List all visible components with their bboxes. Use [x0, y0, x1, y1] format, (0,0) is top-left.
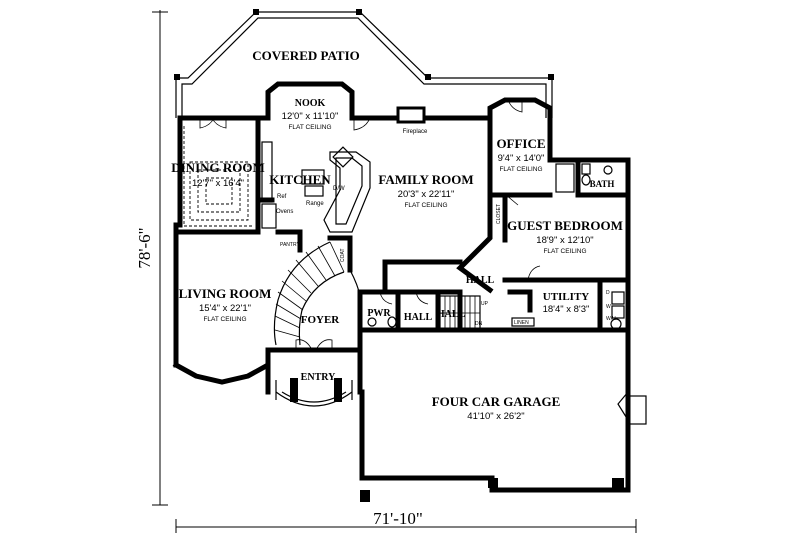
hall-label-upper: HALL	[466, 275, 495, 286]
bath-fixtures	[555, 163, 613, 193]
guest-bedroom-label: GUEST BEDROOM	[507, 218, 623, 233]
interior-walls	[177, 115, 631, 333]
kitchen-label: KITCHEN	[269, 172, 331, 187]
stair-up-label: UP	[481, 301, 489, 307]
guest-bedroom-ceiling-note: FLAT CEILING	[543, 248, 586, 255]
closet-label: CLOSET	[496, 204, 502, 224]
doors	[199, 99, 541, 305]
nook-label: NOOK	[295, 98, 326, 109]
garage-label: FOUR CAR GARAGE	[432, 394, 561, 409]
living-room-size: 15'4" x 22'1"	[199, 303, 251, 314]
office-label: OFFICE	[496, 136, 545, 151]
range-label: Range	[306, 201, 324, 207]
pantry-label: PANTRY	[280, 242, 300, 248]
family-room-size: 20'3" x 22'11"	[398, 189, 455, 200]
entry-label: ENTRY	[301, 372, 336, 383]
dining-room-label: DINING ROOM	[171, 160, 265, 175]
garage-piers	[360, 391, 647, 502]
water-heater-label: W/H	[606, 316, 616, 322]
dining-ceiling-detail	[183, 126, 254, 227]
depth-dimension-label: 78'-6"	[135, 227, 154, 268]
kitchen-cabinets	[261, 141, 371, 233]
garage-size: 41'10" x 26'2"	[467, 411, 524, 422]
depth-dimension-line	[152, 10, 168, 506]
entry-porch	[275, 339, 353, 407]
pwr-fixtures	[367, 316, 397, 328]
foyer-label: FOYER	[301, 314, 341, 326]
washer-label: W	[606, 304, 611, 310]
dining-room-size: 12'7" x 16'4"	[192, 178, 244, 189]
nook-ceiling-note: FLAT CEILING	[288, 124, 331, 131]
bath-label: BATH	[590, 179, 615, 189]
family-room-label: FAMILY ROOM	[378, 172, 473, 187]
office-ceiling-note: FLAT CEILING	[499, 166, 542, 173]
dishwasher-label: D/W	[333, 186, 345, 192]
stair-down-label: DN	[475, 321, 483, 327]
dryer-label: D	[606, 290, 610, 296]
guest-bedroom-size: 18'9" x 12'10"	[536, 235, 593, 246]
living-room-ceiling-note: FLAT CEILING	[203, 316, 246, 323]
family-room-ceiling-note: FLAT CEILING	[404, 202, 447, 209]
office-size: 9'4" x 14'0"	[498, 153, 545, 164]
covered-patio-label: COVERED PATIO	[252, 48, 360, 63]
nook-size: 12'0" x 11'10"	[282, 111, 339, 122]
covered-patio-outline	[174, 9, 554, 118]
width-dimension-label: 71'-10"	[373, 509, 423, 528]
curved-stair	[273, 241, 363, 346]
linen-label: LINEN	[514, 320, 529, 326]
hall-label-center: HALL	[404, 312, 433, 323]
hall-label-stair: HALL	[437, 309, 466, 320]
utility-size: 18'4" x 8'3"	[543, 304, 590, 315]
fireplace-label: Fireplace	[403, 129, 428, 135]
living-room-label: LIVING ROOM	[179, 286, 272, 301]
fireplace	[396, 106, 426, 124]
width-dimension-line	[175, 519, 637, 533]
utility-fixtures	[511, 291, 625, 330]
coat-label: COAT	[340, 248, 346, 262]
pwr-label: PWR	[367, 308, 391, 319]
utility-stair	[439, 295, 481, 331]
refrigerator-label: Ref	[277, 194, 287, 200]
utility-label: UTILITY	[543, 291, 590, 303]
ovens-label: Ovens	[276, 209, 293, 215]
